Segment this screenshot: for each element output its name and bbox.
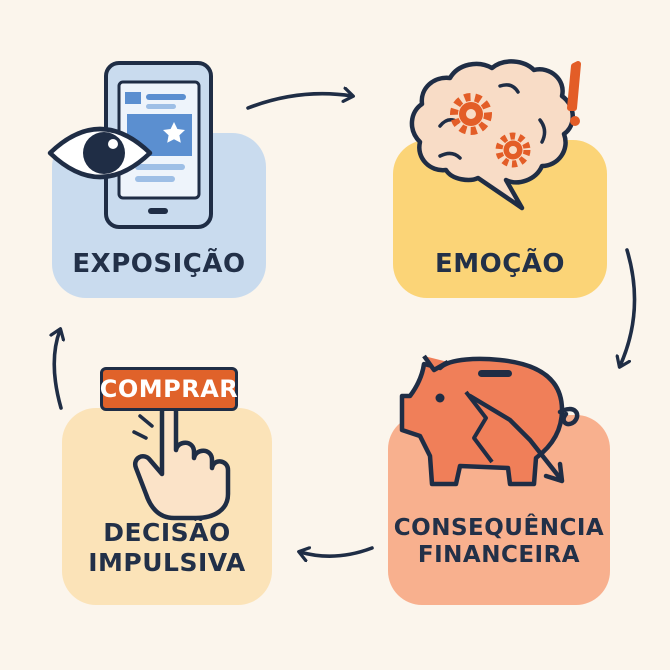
smartphone-eye-icon — [47, 61, 213, 229]
brain-gears-icon — [409, 59, 581, 211]
arrow-exposicao-to-emocao — [246, 94, 352, 110]
broken-piggy-bank-icon — [399, 354, 580, 487]
arrow-decisao-to-exposicao — [54, 330, 61, 410]
comprar-button[interactable]: COMPRAR — [100, 367, 238, 411]
step-label-exposicao: EXPOSIÇÃO — [72, 249, 246, 279]
hand-click-icon — [132, 402, 231, 521]
step-label-consequencia-financeira: CONSEQUÊNCIA FINANCEIRA — [393, 515, 605, 569]
arrow-consequencia-to-decisao — [300, 548, 374, 556]
step-label-decisao-impulsiva: DECISÃO IMPULSIVA — [88, 518, 246, 577]
step-label-emocao: EMOÇÃO — [434, 249, 566, 279]
comprar-button-label: COMPRAR — [99, 375, 239, 403]
arrow-emocao-to-consequencia — [620, 248, 637, 366]
